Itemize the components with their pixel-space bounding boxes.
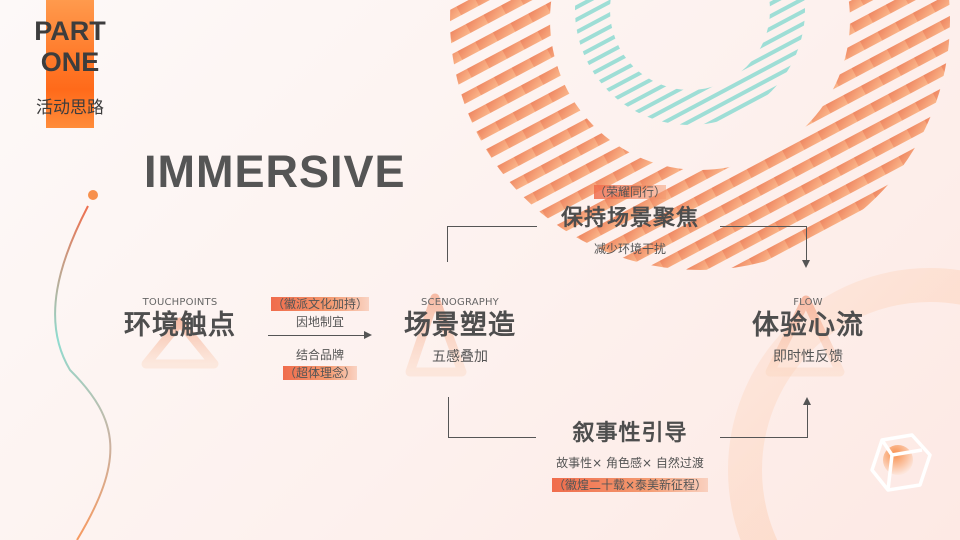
arrow-label-bottom: 结合品牌 （超体理念） (262, 346, 378, 381)
top-box-note: （荣耀同行） (593, 185, 666, 199)
bottom-connector-left-vertical (448, 397, 449, 438)
node-zh-title: 场景塑造 (404, 310, 516, 341)
node-desc: 五感叠加 (432, 349, 488, 365)
node-zh-title: 环境触点 (124, 310, 236, 341)
cube-icon (870, 433, 932, 492)
arrow-note-bottom: （超体理念） (282, 366, 357, 380)
node-touchpoints: TOUCHPOINTS 环境触点 (110, 297, 250, 344)
part-accent-bar (46, 0, 94, 128)
node-scenography: SCENOGRAPHY 场景塑造 五感叠加 (390, 297, 530, 366)
part-title: PART ONE (30, 16, 110, 78)
arrow-head-down (802, 260, 810, 268)
bottom-connector-left-horizontal (448, 437, 536, 438)
top-connector-left-vertical (447, 226, 448, 262)
arrow-label-bottom-text: 结合品牌 (295, 348, 344, 362)
node-flow: FLOW 体验心流 即时性反馈 (738, 297, 878, 366)
arrow-head-right (364, 331, 372, 339)
bottom-box-desc: 故事性× 角色感× 自然过渡 (556, 456, 704, 470)
top-connector-right-horizontal (720, 226, 807, 227)
headline: IMMERSIVE (144, 146, 406, 197)
bottom-connector-right-vertical (807, 403, 808, 438)
node-zh-title: 体验心流 (752, 310, 864, 341)
top-connector-right-vertical (806, 226, 807, 262)
node-en-label: SCENOGRAPHY (421, 297, 499, 308)
arrow-label-top-text: 因地制宜 (295, 315, 344, 329)
top-connector-left-horizontal (447, 226, 537, 227)
part-subtitle: 活动思路 (36, 98, 104, 118)
part-title-line1: PART (34, 16, 106, 46)
node-en-label: TOUCHPOINTS (142, 297, 218, 308)
bottom-box-note: （徽煌二十载×泰美新征程） (551, 478, 709, 492)
arrow-label-top: （徽派文化加持） 因地制宜 (262, 295, 378, 330)
bottom-connector-right-horizontal (720, 437, 808, 438)
part-title-line2: ONE (40, 47, 100, 77)
top-box-desc: 减少环境干扰 (593, 242, 666, 256)
arrow-note-top: （徽派文化加持） (270, 297, 369, 311)
top-box-title: 保持场景聚焦 (560, 206, 699, 231)
arrow-head-up (803, 397, 811, 405)
node-en-label: FLOW (793, 297, 823, 308)
arrow-line-horizontal (268, 335, 365, 336)
node-desc: 即时性反馈 (773, 349, 843, 365)
bottom-box-title: 叙事性引导 (572, 421, 688, 446)
